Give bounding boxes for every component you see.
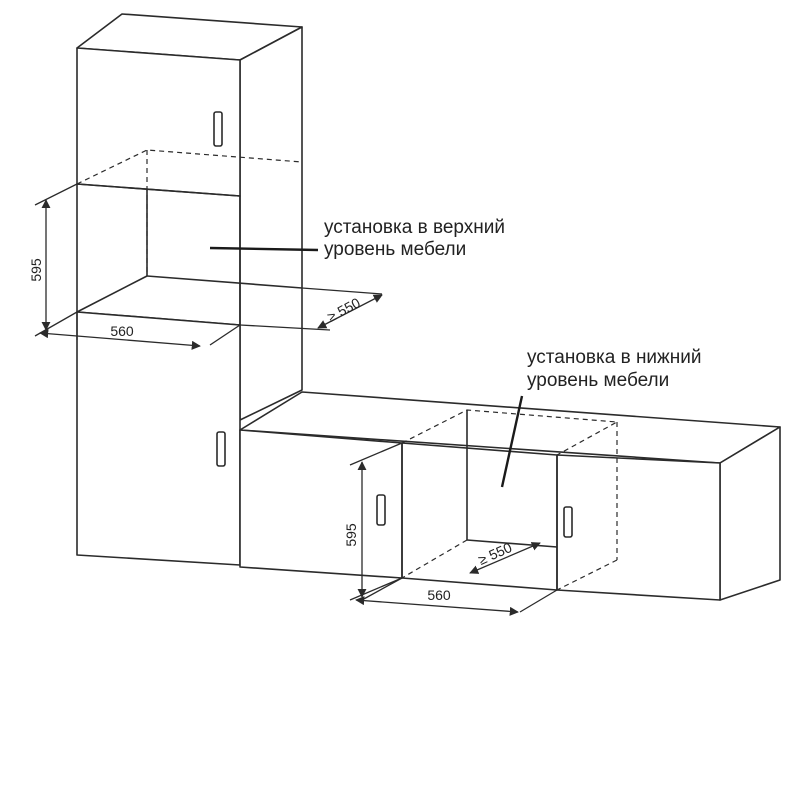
upper-height-label: 595 xyxy=(28,258,44,282)
lower-callout-line1: установка в нижний xyxy=(527,347,701,368)
lower-callout-leader xyxy=(500,395,524,488)
upper-oven-niche xyxy=(76,183,241,326)
upper-door-handle xyxy=(213,111,223,147)
upper-width-label: 560 xyxy=(110,323,134,339)
upper-callout-line2: уровень мебели xyxy=(324,239,466,260)
base-cabinet-run xyxy=(239,391,781,601)
upper-installation-callout: установка в верхний уровень мебели xyxy=(209,217,505,260)
lower-depth-dimension-line xyxy=(469,542,541,574)
lower-width-label: 560 xyxy=(427,587,451,603)
base-left-door-handle xyxy=(376,494,386,526)
lower-oven-niche xyxy=(401,442,558,591)
upper-depth-dimension-line xyxy=(317,294,383,329)
tall-cabinet-side xyxy=(239,26,303,421)
lower-callout-line2: уровень мебели xyxy=(527,370,669,391)
tall-lower-door xyxy=(76,311,241,566)
lower-width-dimension-line xyxy=(355,596,519,616)
tall-lower-door-handle xyxy=(216,431,226,467)
tall-cabinet xyxy=(76,13,303,566)
lower-installation-callout: установка в нижний уровень мебели xyxy=(500,347,701,488)
base-right-door-handle xyxy=(563,506,573,538)
lower-depth-label: ≥ 550 xyxy=(476,539,515,568)
upper-width-dimension-line xyxy=(39,329,201,350)
lower-height-label: 595 xyxy=(343,523,359,547)
upper-depth-label: ≥ 550 xyxy=(324,294,363,325)
upper-callout-leader xyxy=(209,246,319,252)
upper-callout-line1: установка в верхний xyxy=(324,217,505,238)
